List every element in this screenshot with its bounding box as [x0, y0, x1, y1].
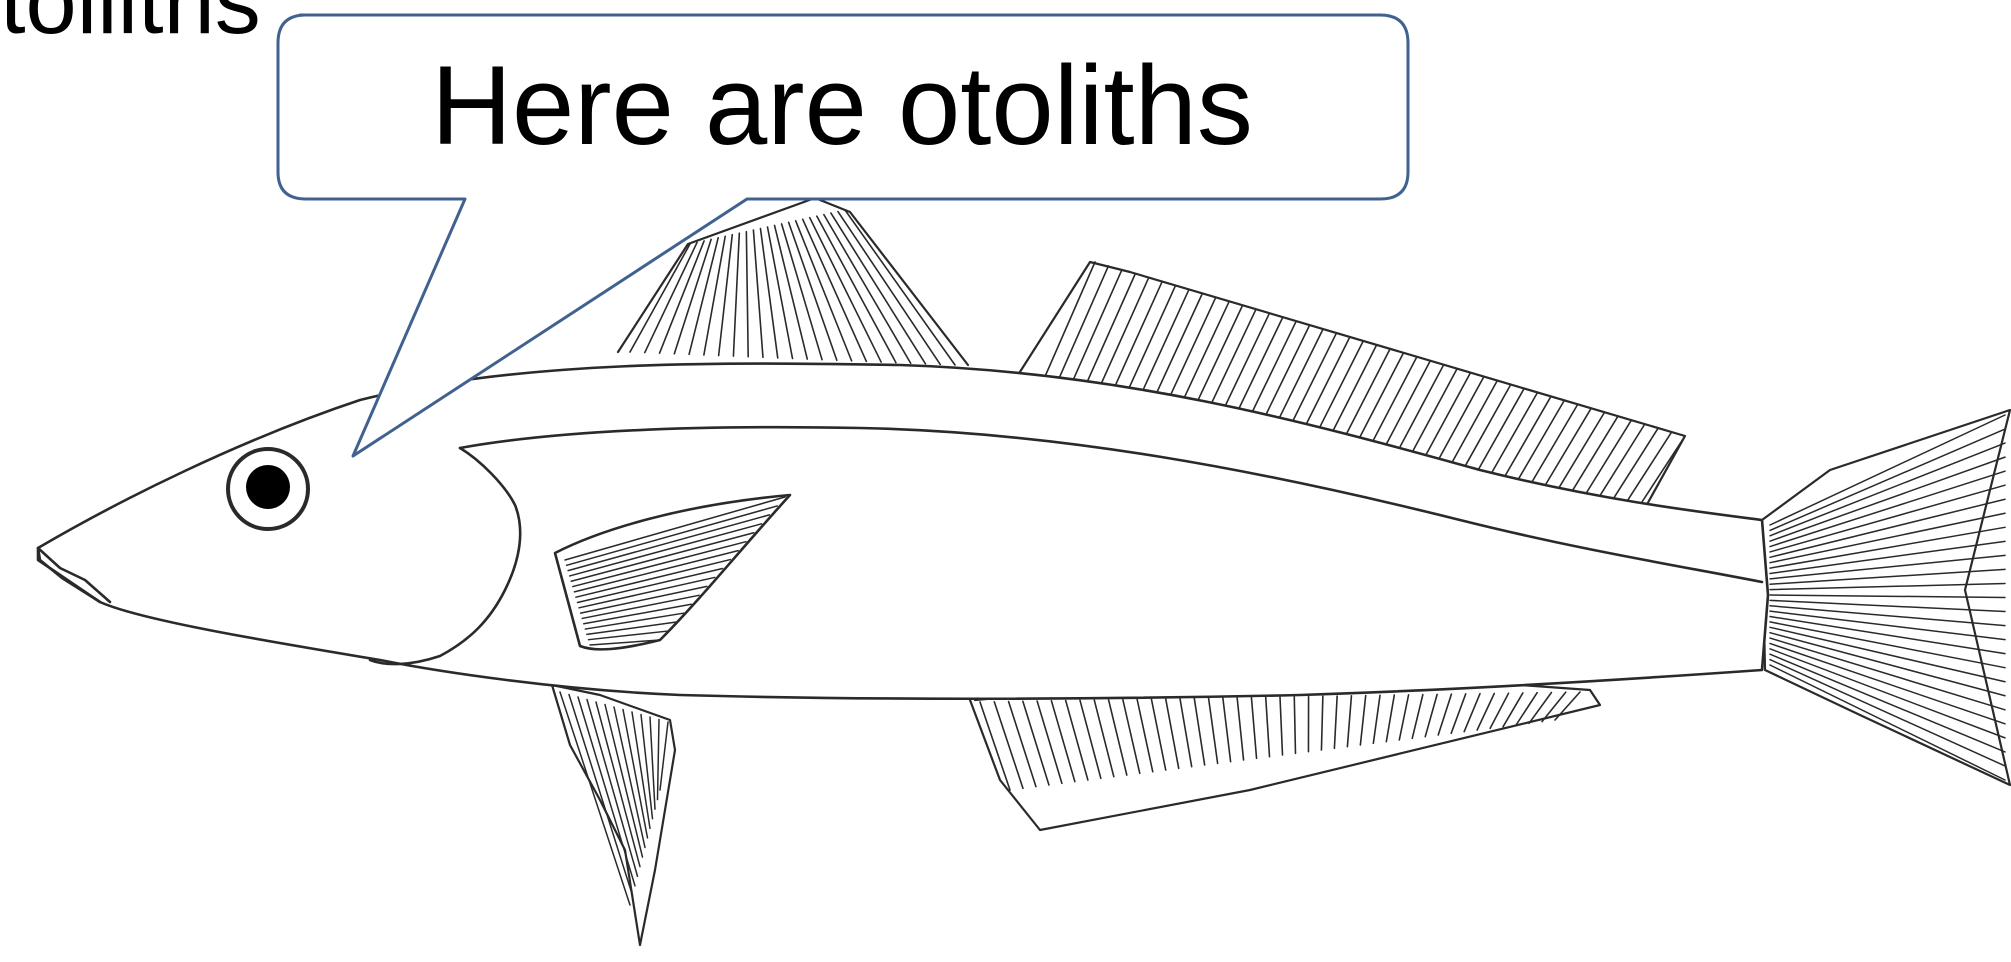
fish-eye	[228, 449, 308, 529]
eye-pupil	[246, 465, 290, 509]
callout-label: Here are otoliths	[278, 15, 1406, 197]
